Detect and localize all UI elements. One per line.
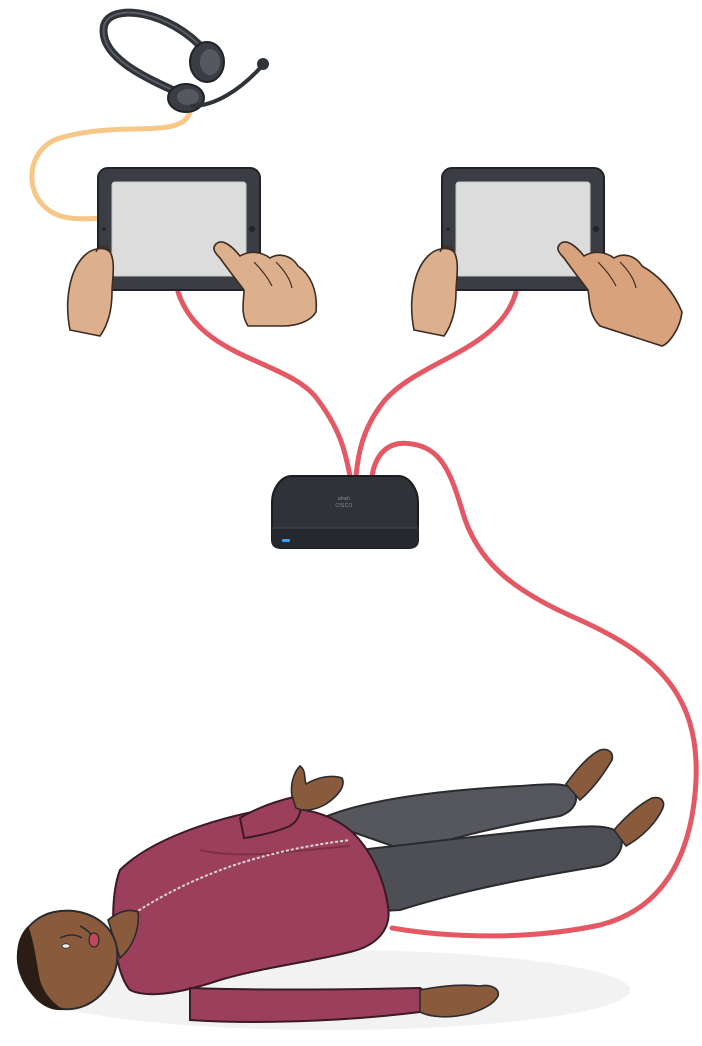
manikin-foot-upper [566,749,612,800]
hand-left-holding-2 [412,246,458,336]
manikin-foot-lower [614,798,664,846]
hand-right-pointing-2 [558,242,682,346]
manikin-hand-upper [291,766,343,810]
link-box: ahah CISCO [272,476,418,548]
manikin-mouth [89,933,99,947]
tablet-left-home-button [249,226,255,232]
tablet-left [68,168,317,336]
link-box-logo-wordmark: CISCO [335,503,352,509]
link-box-status-led [282,539,290,542]
headset-mic-icon [257,58,269,70]
patient-manikin [17,749,663,1030]
tablet-right [412,168,682,346]
tablet-right-home-button [593,226,599,232]
headset [104,13,269,112]
hand-left-holding [68,246,114,336]
link-box-logo-mark: ahah [338,496,350,502]
